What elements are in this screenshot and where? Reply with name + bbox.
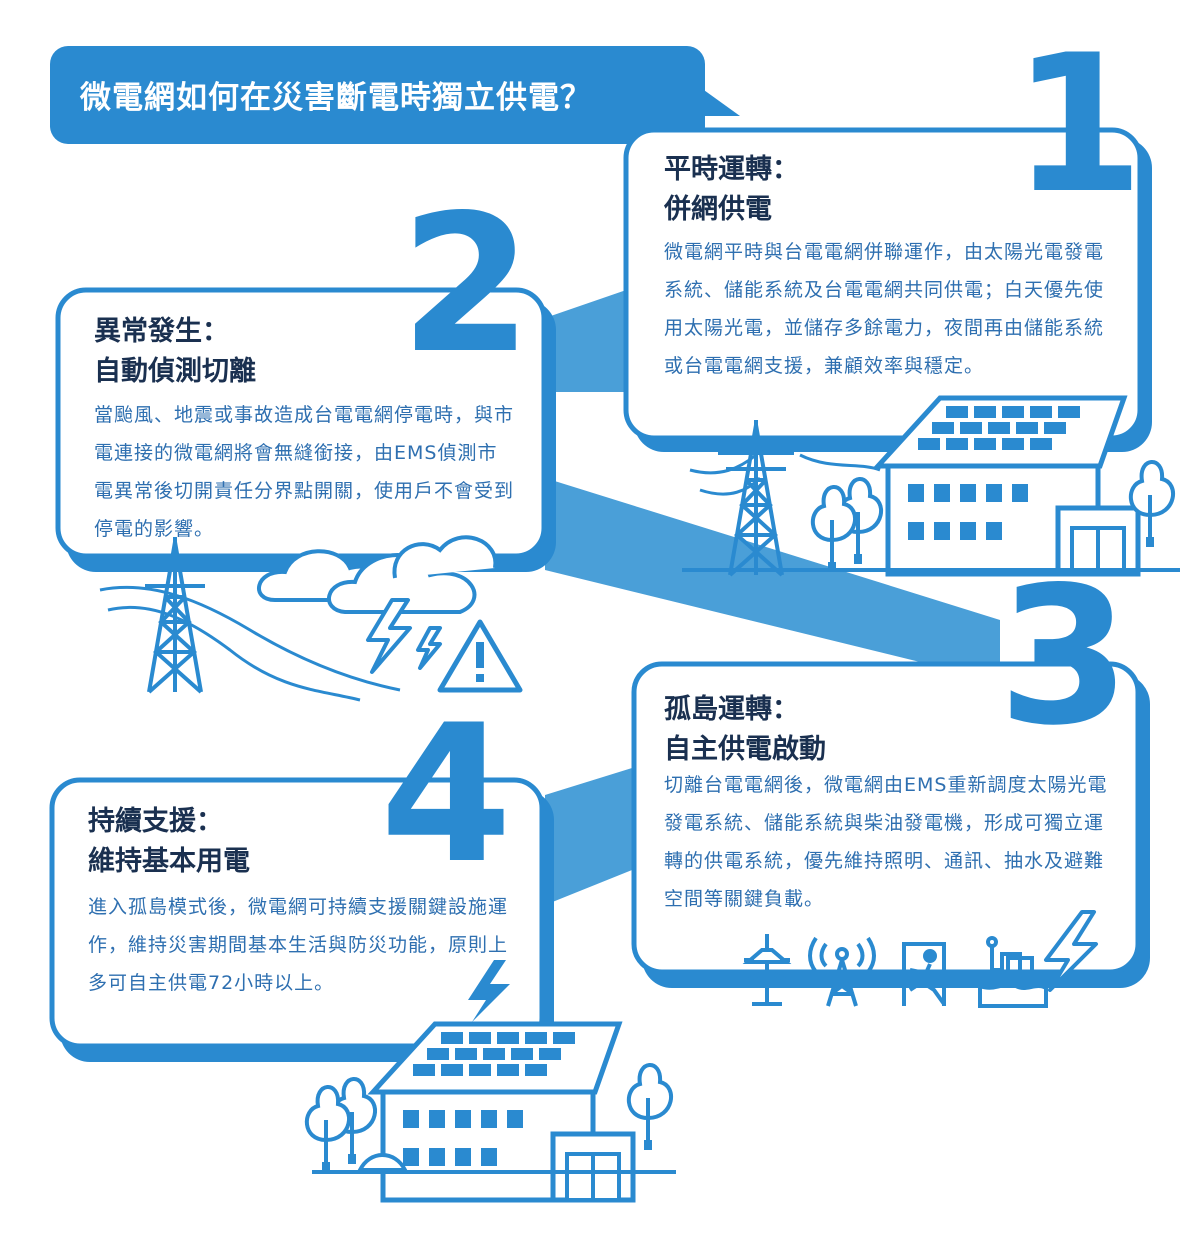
card-3	[631, 661, 1150, 988]
step-2-title: 異常發生： 自動偵測切離	[94, 312, 256, 392]
connector-band-1-2	[545, 288, 632, 392]
step-3-title-line2: 自主供電啟動	[664, 734, 826, 765]
card-4	[49, 777, 554, 1062]
step-1-title-line2: 併網供電	[664, 194, 772, 225]
step-number-2: 2	[400, 174, 533, 395]
step-number-1: 1	[1012, 14, 1145, 235]
lightning-icon	[468, 960, 510, 1022]
emergency-exit-icon	[902, 942, 946, 1006]
step-4-title-line2: 維持基本用電	[88, 846, 250, 877]
step-2-body: 當颱風、地震或事故造成台電電網停電時，與市電連接的微電網將會無縫銜接，由EMS偵…	[94, 404, 515, 540]
step-4-title-line1: 持續支援：	[88, 806, 223, 837]
step-4-title: 持續支援： 維持基本用電	[88, 802, 250, 882]
step-3-body: 切離台電電網後，微電網由EMS重新調度太陽光電發電系統、儲能系統與柴油發電機，形…	[664, 774, 1108, 910]
power-lines	[99, 585, 401, 702]
step-2-title-line1: 異常發生：	[94, 316, 229, 347]
power-lines	[689, 453, 881, 496]
lightning-icon	[1044, 910, 1098, 992]
warning-icon	[437, 619, 523, 693]
step-1-title-line1: 平時運轉：	[664, 154, 799, 185]
lightning-icon	[366, 598, 442, 674]
title-banner	[50, 46, 740, 144]
step-4-body: 進入孤島模式後，微電網可持續支援關鍵設施運作，維持災害期間基本生活與防災功能，原…	[88, 896, 509, 994]
step-number-4: 4	[380, 684, 513, 905]
water-pump-icon	[978, 936, 1048, 1008]
storm-cloud-icon	[257, 535, 498, 614]
step-3-title: 孤島運轉： 自主供電啟動	[664, 690, 826, 770]
card-2	[55, 287, 556, 572]
connector-band-3-4	[545, 768, 632, 905]
radio-tower-icon	[808, 936, 876, 1007]
step-number-3: 3	[998, 546, 1131, 767]
step-1-title: 平時運轉： 併網供電	[664, 150, 799, 230]
street-lamp-icon	[742, 934, 792, 1006]
step-3-title-line1: 孤島運轉：	[664, 694, 799, 725]
step-2-title-line2: 自動偵測切離	[94, 356, 256, 387]
step-1-body: 微電網平時與台電電網併聯運作，由太陽光電發電系統、儲能系統及台電電網共同供電；白…	[664, 241, 1105, 377]
card-1	[623, 127, 1152, 452]
page-title: 微電網如何在災害斷電時獨立供電？	[80, 80, 592, 116]
